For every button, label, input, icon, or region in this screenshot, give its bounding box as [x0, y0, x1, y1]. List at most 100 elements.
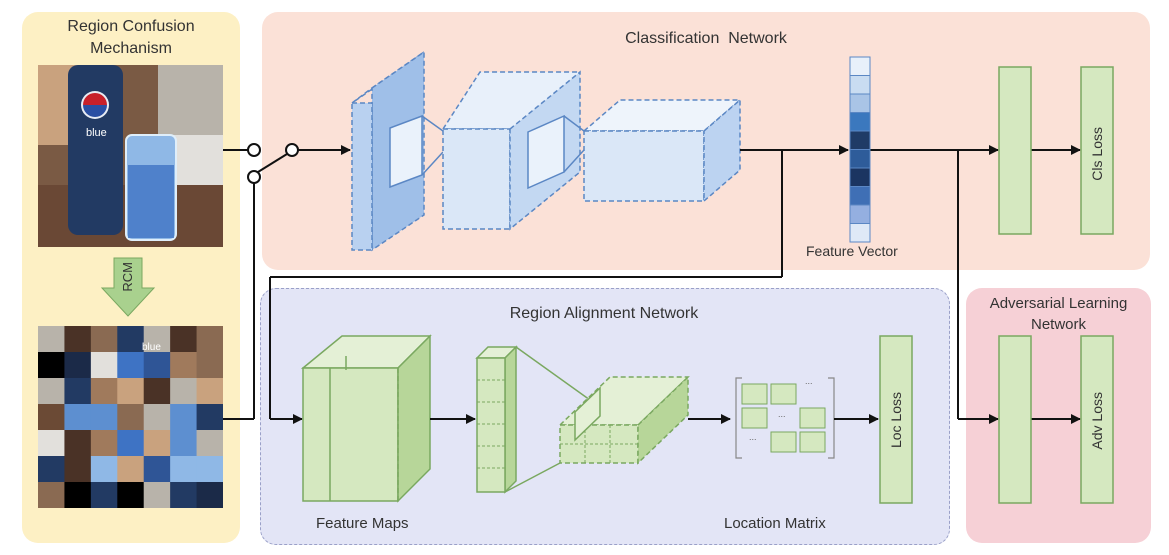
conv-link-1 [421, 115, 444, 176]
shuffled-tile [64, 404, 92, 431]
shuffled-tile [64, 482, 92, 508]
shuffled-tile [196, 326, 223, 353]
shuffled-tile [38, 326, 65, 353]
column-link [504, 346, 591, 493]
matrix-dots-top: ... [805, 376, 813, 386]
loc-loss-label: Loc Loss [888, 392, 904, 449]
shuffled-tile [117, 430, 145, 457]
shuffled-tile [196, 378, 223, 405]
shuffled-tile [143, 352, 171, 379]
shuffled-tile [90, 326, 118, 353]
shuffled-tile [196, 482, 223, 508]
feature-vector-label: Feature Vector [806, 243, 898, 259]
shuffled-tile [143, 378, 171, 405]
shuffled-tile [64, 430, 92, 457]
shuffled-tile [143, 326, 171, 353]
shuffled-tile [38, 352, 65, 379]
feature-vector-cell [849, 186, 871, 206]
adv-loss-label: Adv Loss [1089, 392, 1105, 450]
feature-column [475, 345, 518, 494]
input-photo: blue [38, 65, 223, 247]
rcm-title-line1: Region Confusion [67, 18, 195, 35]
shuffled-tile [170, 378, 198, 405]
shuffled-tile [64, 352, 92, 379]
feature-vector-cell [849, 75, 871, 95]
feature-vector-cell [849, 167, 871, 187]
shuffled-tile [196, 430, 223, 457]
conv-block-1 [351, 50, 425, 252]
shuffled-tile [196, 352, 223, 379]
shuffled-tile [117, 404, 145, 431]
shuffled-tile [196, 456, 223, 483]
shuffled-tile [90, 352, 118, 379]
feature-maps-label: Feature Maps [316, 515, 409, 532]
shuffled-tile [117, 456, 145, 483]
feature-vector-cell [849, 149, 871, 169]
shuffled-tile [143, 456, 171, 483]
feature-vector-cell [849, 223, 871, 243]
shuffled-tile [64, 456, 92, 483]
shuffled-tile [90, 482, 118, 508]
matrix-dots-mid: ... [778, 409, 786, 419]
photo-brand-text: blue [86, 127, 107, 139]
feature-maps-block [300, 334, 432, 503]
shuffled-tile [170, 430, 198, 457]
shuffled-tile [170, 352, 198, 379]
conv-link-2 [563, 115, 585, 173]
cls-loss-label: Cls Loss [1089, 127, 1105, 181]
adversarial-title-line2: Network [1030, 316, 1086, 333]
feature-vector-cell [849, 130, 871, 150]
adv-loss-box [1080, 335, 1114, 504]
feature-vector-cell [849, 204, 871, 224]
feature-vector [849, 56, 871, 243]
feature-vector-cell [849, 93, 871, 113]
input-switch [223, 143, 351, 420]
rcm-down-arrow [100, 257, 156, 317]
rcm-title-line2: Mechanism [90, 40, 172, 57]
alignment-title: Region Alignment Network [509, 305, 699, 322]
shuffled-tile [90, 404, 118, 431]
location-matrix-label: Location Matrix [724, 515, 826, 532]
classification-title: Classification Network [625, 30, 787, 47]
reshaped-block [558, 375, 690, 465]
cls-loss-box [1080, 66, 1114, 235]
shuffled-tile [170, 456, 198, 483]
loc-loss-box [879, 335, 913, 504]
matrix-dots-bottom: ... [749, 432, 757, 442]
shuffled-tile [170, 326, 198, 353]
shuffled-photo: blue [38, 326, 223, 508]
location-matrix [735, 377, 835, 459]
feature-vector-cell [849, 56, 871, 76]
shuffled-tile [143, 430, 171, 457]
shuffled-tile [38, 378, 65, 405]
shuffled-photo-grid [38, 326, 223, 508]
shuffled-tile [117, 482, 145, 508]
cls-fc-layer [998, 66, 1032, 235]
shuffled-tile [38, 482, 65, 508]
shuffled-tile [117, 326, 145, 353]
shuffled-tile [64, 326, 92, 353]
feature-vector-cell [849, 112, 871, 132]
shuffled-tile [170, 482, 198, 508]
adv-fc-layer [998, 335, 1032, 504]
shuffled-brand-text: blue [142, 342, 161, 353]
adversarial-title-line1: Adversarial Learning [989, 295, 1128, 312]
shuffled-tile [90, 378, 118, 405]
shuffled-tile [170, 404, 198, 431]
shuffled-tile [38, 456, 65, 483]
conv-block-3 [581, 98, 743, 203]
shuffled-tile [143, 404, 171, 431]
input-photo-drawing [38, 65, 223, 247]
shuffled-tile [143, 482, 171, 508]
rcm-arrow-label: RCM [120, 262, 135, 292]
conv-block-2 [441, 70, 582, 231]
shuffled-tile [38, 404, 65, 431]
shuffled-tile [196, 404, 223, 431]
shuffled-tile [90, 430, 118, 457]
shuffled-tile [117, 378, 145, 405]
shuffled-tile [90, 456, 118, 483]
shuffled-tile [117, 352, 145, 379]
shuffled-tile [38, 430, 65, 457]
shuffled-tile [64, 378, 92, 405]
